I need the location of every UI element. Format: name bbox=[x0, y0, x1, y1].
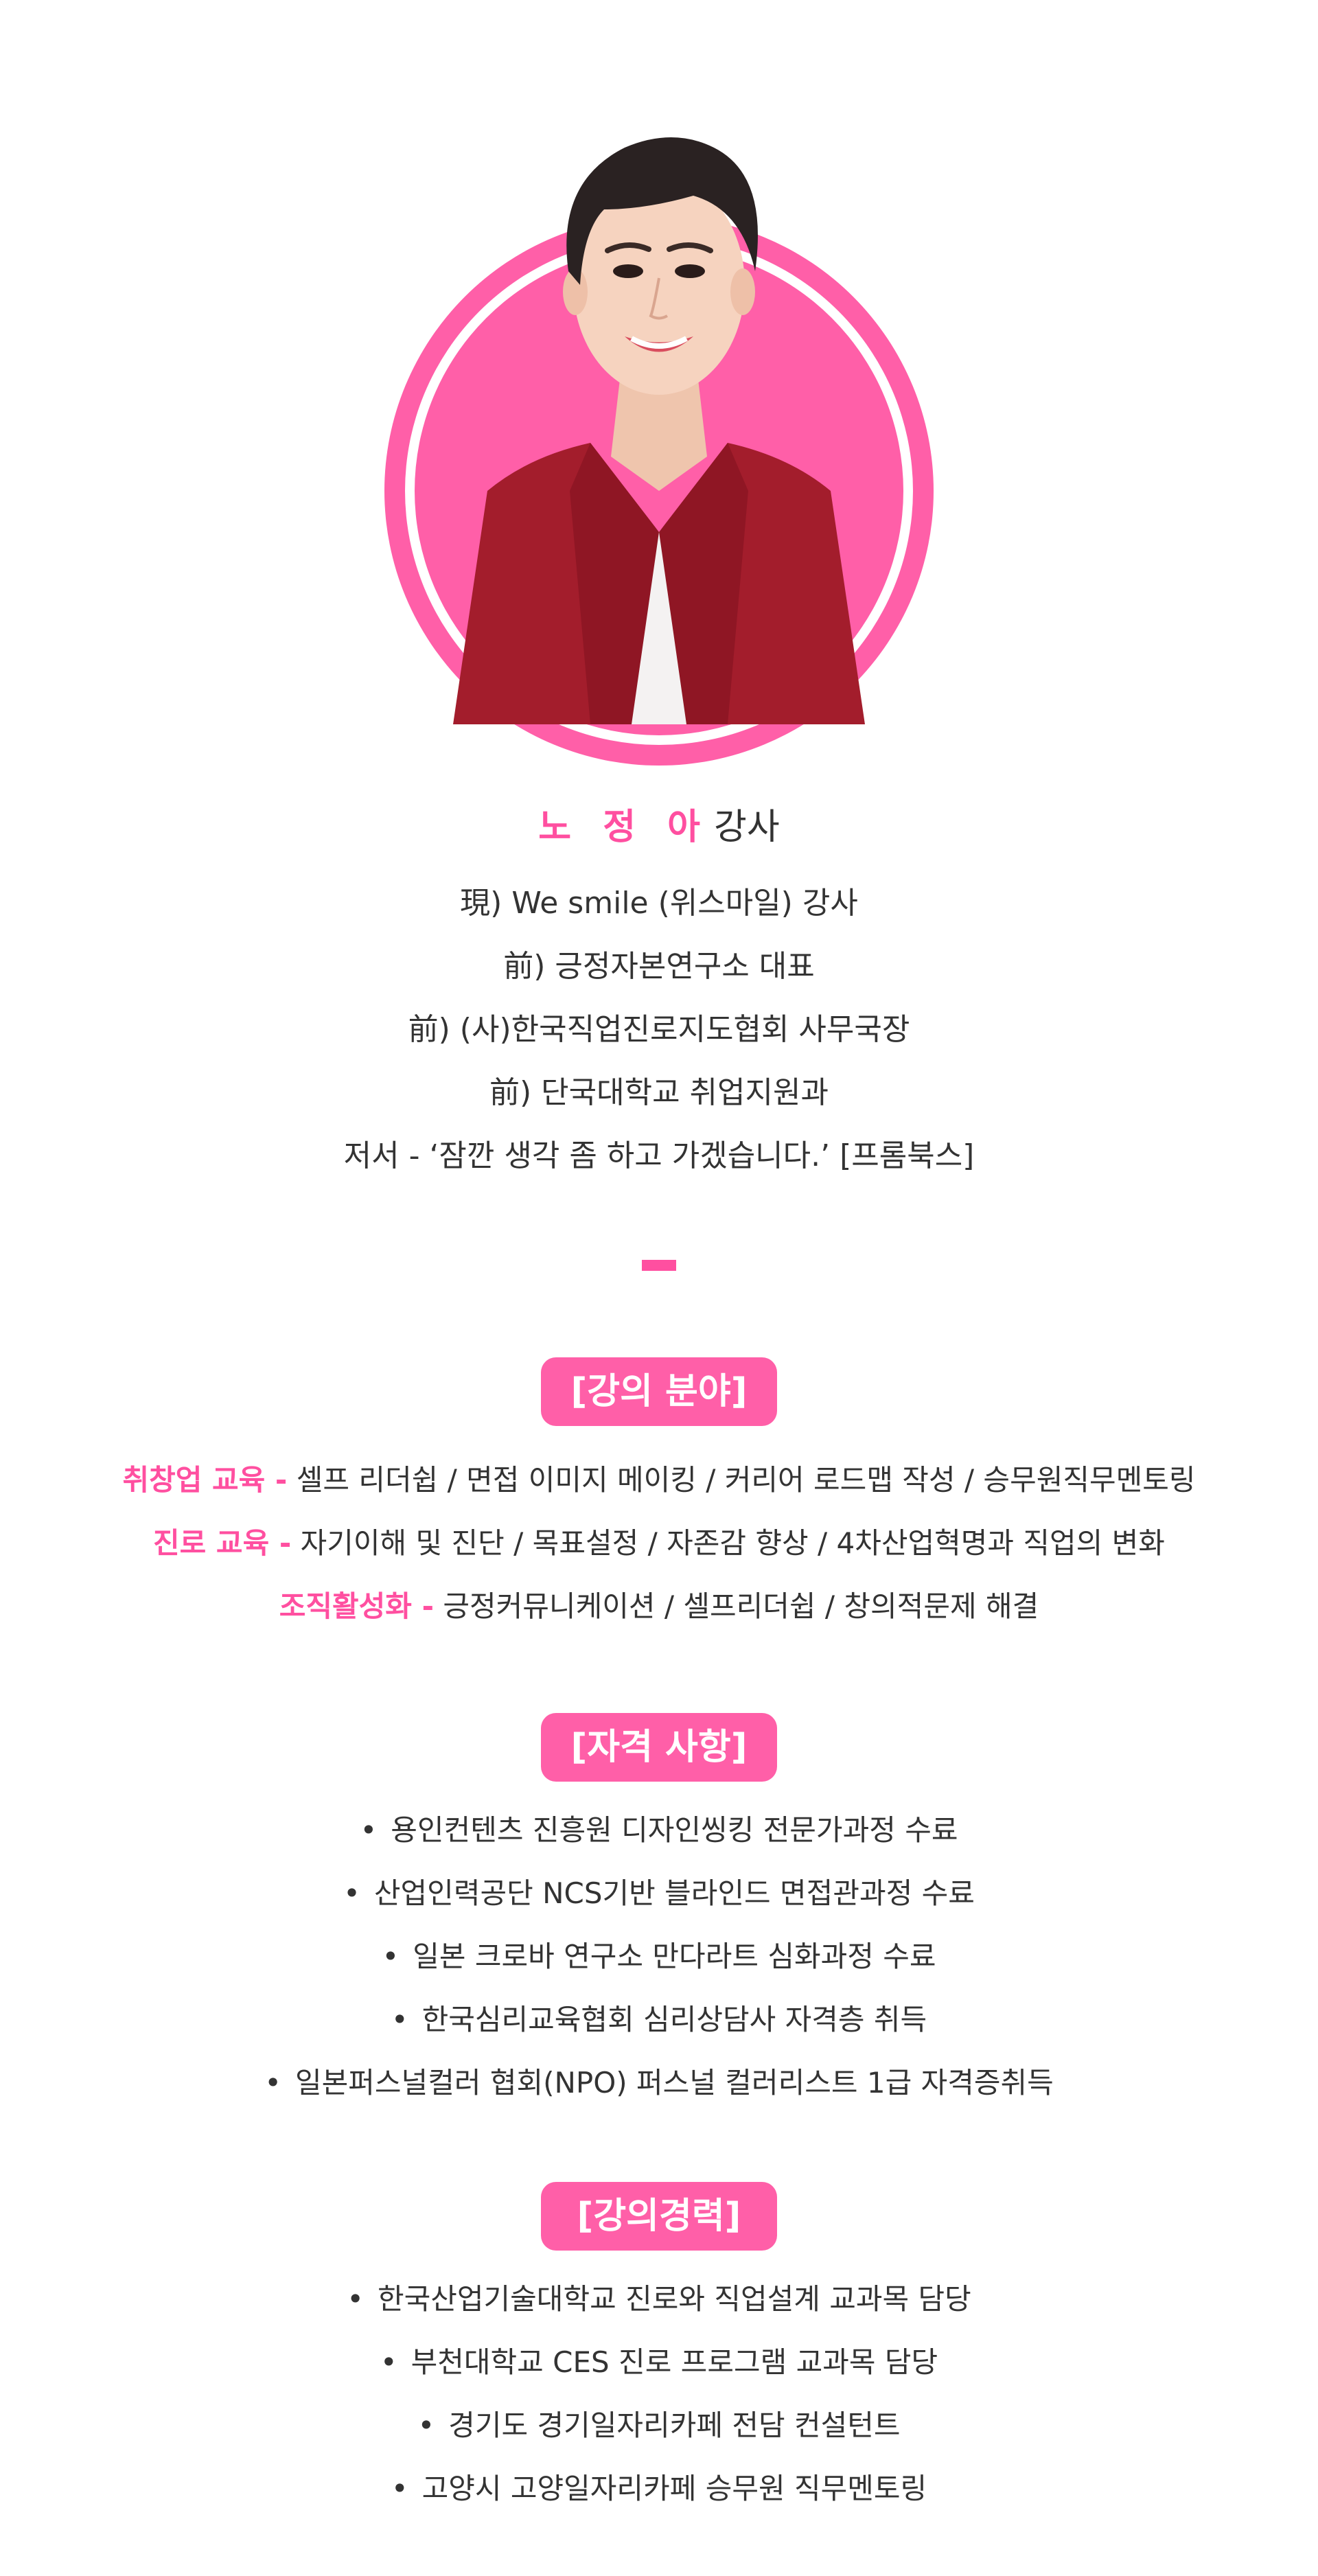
qualification-item: •일본퍼스널컬러 협회(NPO) 퍼스널 컬러리스트 1급 자격증취득 bbox=[264, 2066, 1054, 2100]
career-item: 前) (사)한국직업진로지도협회 사무국장 bbox=[408, 1012, 910, 1047]
divider-dash bbox=[642, 1260, 676, 1271]
lecture-field-text: 자기이해 및 진단 / 목표설정 / 자존감 향상 / 4차산업혁명과 직업의 … bbox=[300, 1526, 1165, 1560]
qualification-item: •한국심리교육협회 심리상담사 자격층 취득 bbox=[391, 2003, 927, 2036]
instructor-photo bbox=[453, 137, 865, 724]
lecture-field-item: 취창업 교육 - 셀프 리더쉽 / 면접 이미지 메이킹 / 커리어 로드맵 작… bbox=[0, 1449, 1318, 1512]
career-item: 現) We smile (위스마일) 강사 bbox=[460, 886, 858, 921]
qualifications-list: •용인컨텐츠 진흥원 디자인씽킹 전문가과정 수료 •산업인력공단 NCS기반 … bbox=[0, 1799, 1318, 2115]
instructor-title: 강사 bbox=[714, 807, 780, 848]
lecture-fields-heading: [강의 분야] bbox=[541, 1357, 777, 1426]
lecture-field-item: 진로 교육 - 자기이해 및 진단 / 목표설정 / 자존감 향상 / 4차산업… bbox=[0, 1512, 1318, 1575]
qualification-item: •용인컨텐츠 진흥원 디자인씽킹 전문가과정 수료 bbox=[360, 1813, 958, 1847]
instructor-name: 노 정 아 bbox=[538, 807, 710, 848]
lecture-career-list: •한국산업기술대학교 진로와 직업설계 교과목 담당 •부천대학교 CES 진로… bbox=[0, 2268, 1318, 2520]
career-item: 前) 단국대학교 취업지원과 bbox=[489, 1075, 829, 1110]
career-list: 現) We smile (위스마일) 강사 前) 긍정자본연구소 대표 前) (… bbox=[0, 872, 1318, 1188]
lecture-career-heading: [강의경력] bbox=[541, 2182, 777, 2251]
lecture-field-label: 진로 교육 - bbox=[153, 1526, 292, 1560]
career-item: 저서 - ‘잠깐 생각 좀 하고 가겠습니다.’ [프롬북스] bbox=[343, 1138, 975, 1173]
career-item: 前) 긍정자본연구소 대표 bbox=[503, 949, 815, 984]
lecture-career-item: •한국산업기술대학교 진로와 직업설계 교과목 담당 bbox=[347, 2282, 971, 2316]
qualification-item: •일본 크로바 연구소 만다라트 심화과정 수료 bbox=[382, 1940, 936, 1973]
lecture-career-item: •고양시 고양일자리카페 승무원 직무멘토링 bbox=[391, 2472, 927, 2505]
lecture-field-label: 취창업 교육 - bbox=[122, 1463, 288, 1497]
lecture-field-text: 셀프 리더쉽 / 면접 이미지 메이킹 / 커리어 로드맵 작성 / 승무원직무… bbox=[296, 1463, 1196, 1497]
lecture-field-item: 조직활성화 - 긍정커뮤니케이션 / 셀프리더쉽 / 창의적문제 해결 bbox=[0, 1575, 1318, 1638]
lecture-career-item: •경기도 경기일자리카페 전담 컨설턴트 bbox=[417, 2408, 901, 2442]
lecture-career-item: •부천대학교 CES 진로 프로그램 교과목 담당 bbox=[380, 2345, 938, 2379]
qualifications-heading: [자격 사항] bbox=[541, 1713, 777, 1782]
lecture-field-label: 조직활성화 - bbox=[279, 1589, 435, 1623]
lecture-fields-list: 취창업 교육 - 셀프 리더쉽 / 면접 이미지 메이킹 / 커리어 로드맵 작… bbox=[0, 1449, 1318, 1638]
qualification-item: •산업인력공단 NCS기반 블라인드 면접관과정 수료 bbox=[343, 1876, 975, 1910]
portrait bbox=[384, 106, 934, 766]
lecture-field-text: 긍정커뮤니케이션 / 셀프리더쉽 / 창의적문제 해결 bbox=[443, 1589, 1039, 1623]
